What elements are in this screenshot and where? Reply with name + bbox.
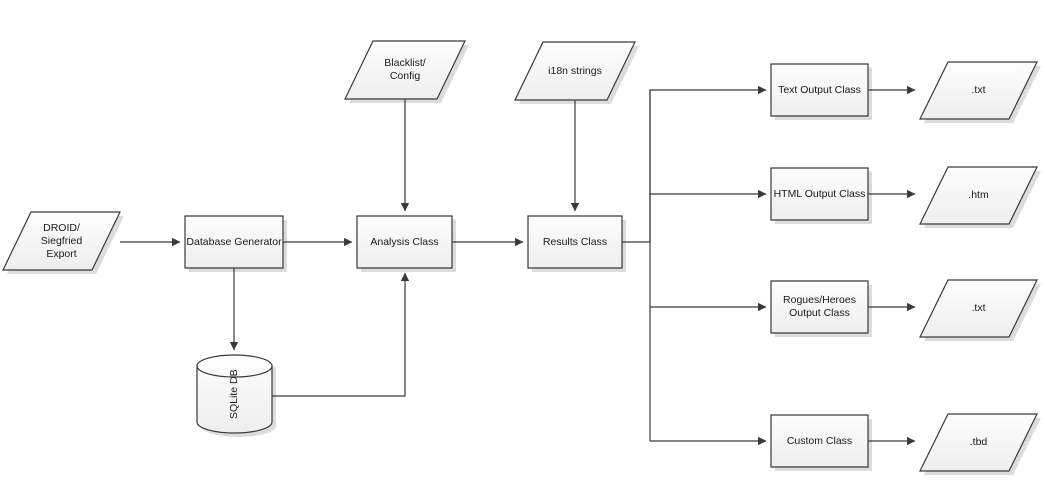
node-database-generator[interactable] [184,215,284,269]
edge-results-to-text [622,85,767,243]
node-blacklist-config[interactable] [344,40,466,100]
node-custom-class[interactable] [770,414,869,468]
node-text-output-class[interactable] [770,63,869,117]
edge-sqlite-to-analysis [272,272,410,397]
node-htm-file[interactable] [919,166,1038,225]
node-layer [2,40,1038,472]
node-sqlite-db[interactable] [196,354,273,434]
node-txt-file-2[interactable] [919,279,1038,338]
node-droid-export[interactable] [2,211,121,271]
node-html-output-class[interactable] [770,167,869,221]
node-tbd-file[interactable] [919,413,1038,472]
edge-layer [120,85,916,446]
node-results-class[interactable] [527,215,623,269]
node-rogues-heroes-output-class[interactable] [770,280,869,334]
node-analysis-class[interactable] [356,215,453,269]
shadow-layer [7,45,1041,475]
node-i18n-strings[interactable] [514,41,636,101]
node-txt-file-1[interactable] [919,61,1038,120]
